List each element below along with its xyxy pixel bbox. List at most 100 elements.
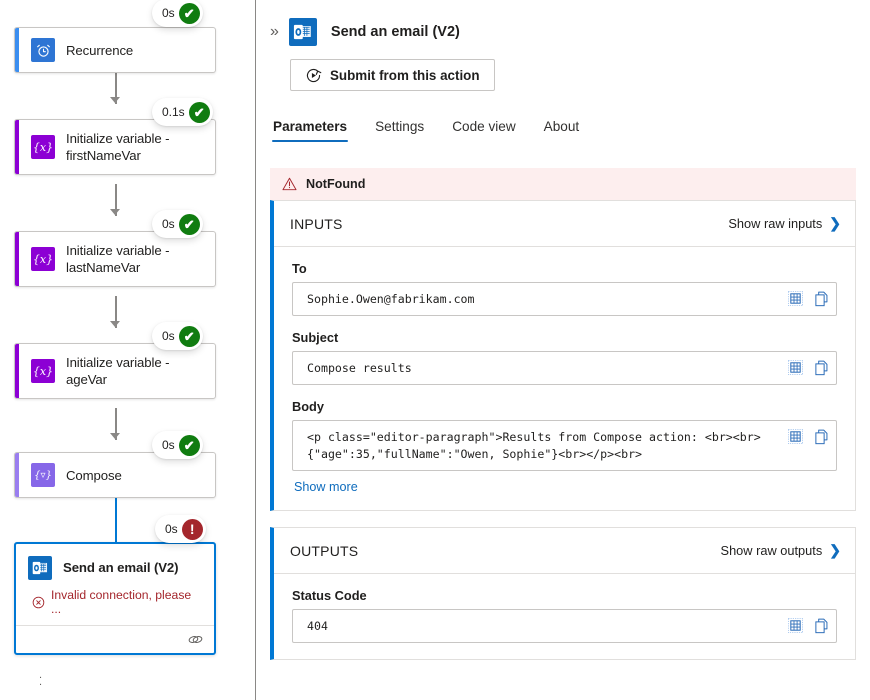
node-accent-bar [15, 120, 19, 174]
outputs-title: OUTPUTS [290, 542, 359, 559]
node-duration: 0s [162, 438, 175, 452]
status-badge-init-agevar: 0s ✔ [152, 322, 203, 350]
edge-arrow-2 [110, 209, 120, 215]
node-title: Compose [66, 467, 122, 483]
node-duration: 0s [165, 522, 178, 536]
edge-arrow-4 [110, 433, 120, 439]
show-more-link[interactable]: Show more [294, 480, 358, 494]
field-box[interactable]: <p class="editor-paragraph">Results from… [292, 420, 837, 471]
inputs-section-header: INPUTS Show raw inputs ❯ [274, 201, 855, 247]
outputs-section-header: OUTPUTS Show raw outputs ❯ [274, 528, 855, 574]
node-header: {▿} Compose [15, 453, 215, 497]
clock-icon [31, 38, 55, 62]
success-check-icon: ✔ [178, 2, 200, 24]
submit-button-label: Submit from this action [330, 67, 480, 83]
resubmit-icon [305, 67, 322, 84]
node-duration: 0s [162, 217, 175, 231]
field-actions [779, 428, 830, 446]
panel-tabs: Parameters Settings Code view About [272, 115, 870, 142]
chevron-right-icon: ❯ [829, 215, 841, 231]
node-header: Send an email (V2) [16, 544, 214, 588]
node-title: Initialize variable - firstNameVar [66, 131, 170, 163]
inputs-title: INPUTS [290, 215, 343, 232]
field-actions [779, 359, 830, 377]
copy-icon[interactable] [813, 617, 830, 635]
field-label: Status Code [292, 588, 367, 603]
outputs-section-body: Status Code 404 [274, 574, 855, 659]
workflow-node-recurrence[interactable]: Recurrence [14, 27, 216, 73]
outputs-section: OUTPUTS Show raw outputs ❯ Status Code 4… [270, 527, 856, 660]
chevron-double-right-icon[interactable]: » [270, 23, 279, 40]
edge-2 [115, 184, 117, 216]
success-check-icon: ✔ [178, 325, 200, 347]
workflow-node-init-agevar[interactable]: {x} Initialize variable - ageVar [14, 343, 216, 399]
workflow-node-init-firstnamevar[interactable]: {x} Initialize variable - firstNameVar [14, 119, 216, 175]
show-raw-inputs-link[interactable]: Show raw inputs ❯ [728, 215, 841, 232]
link-icon[interactable] [186, 632, 205, 647]
node-error-message: Invalid connection, please ... [16, 588, 214, 625]
table-icon[interactable] [787, 359, 804, 376]
field-label: Subject [292, 330, 339, 345]
field-box[interactable]: Compose results [292, 351, 837, 385]
workflow-node-compose[interactable]: {▿} Compose [14, 452, 216, 498]
outlook-icon [288, 18, 317, 46]
variable-icon: {x} [31, 135, 55, 159]
variable-icon: {x} [31, 247, 55, 271]
tab-code-view[interactable]: Code view [452, 119, 516, 134]
field-value-body: <p class="editor-paragraph">Results from… [307, 430, 761, 461]
warning-triangle-icon [282, 177, 297, 191]
edge-5 [114, 496, 117, 543]
error-exclamation-icon: ! [181, 518, 203, 540]
field-actions [779, 617, 830, 635]
edge-3 [115, 296, 117, 328]
field-value-subject: Compose results [307, 361, 412, 375]
field-value-status-code: 404 [307, 619, 328, 633]
status-badge-init-firstnamevar: 0.1s ✔ [152, 98, 213, 126]
error-circle-icon [32, 596, 45, 608]
copy-icon[interactable] [813, 428, 830, 446]
node-title: Initialize variable - ageVar [66, 355, 170, 387]
table-icon[interactable] [787, 428, 804, 445]
status-badge-compose: 0s ✔ [152, 431, 203, 459]
node-accent-bar [15, 232, 19, 286]
node-footer [16, 625, 214, 653]
node-duration: 0.1s [162, 105, 185, 119]
field-box[interactable]: 404 [292, 609, 837, 643]
node-accent-bar [15, 28, 19, 72]
copy-icon[interactable] [813, 290, 830, 308]
node-header: Recurrence [15, 28, 215, 72]
field-box[interactable]: Sophie.Owen@fabrikam.com [292, 282, 837, 316]
status-badge-send-an-email: 0s ! [155, 515, 206, 543]
submit-from-this-action-button[interactable]: Submit from this action [290, 59, 495, 91]
field-value-to: Sophie.Owen@fabrikam.com [307, 292, 475, 306]
edge-1 [115, 72, 117, 104]
field-to: To Sophie.Owen@fabrikam.com [292, 261, 837, 316]
node-accent-bar [15, 453, 19, 497]
node-header: {x} Initialize variable - ageVar [15, 344, 215, 398]
tab-parameters[interactable]: Parameters [272, 115, 349, 142]
field-body: Body <p class="editor-paragraph">Results… [292, 399, 837, 494]
table-icon[interactable] [787, 290, 804, 307]
show-raw-outputs-link[interactable]: Show raw outputs ❯ [721, 542, 841, 559]
node-duration: 0s [162, 6, 175, 20]
field-label: To [292, 261, 307, 276]
copy-icon[interactable] [813, 359, 830, 377]
success-check-icon: ✔ [188, 101, 210, 123]
canvas-ellipsis: .. [39, 669, 43, 688]
workflow-node-send-an-email[interactable]: Send an email (V2) Invalid connection, p… [14, 542, 216, 655]
compose-icon: {▿} [31, 463, 55, 487]
tab-about[interactable]: About [543, 119, 580, 134]
inputs-section-body: To Sophie.Owen@fabrikam.com [274, 247, 855, 510]
table-icon[interactable] [787, 617, 804, 634]
tab-settings[interactable]: Settings [375, 119, 425, 134]
workflow-canvas[interactable]: Recurrence 0s ✔ {x} Initialize variable … [0, 0, 256, 700]
node-header: {x} Initialize variable - firstNameVar [15, 120, 215, 174]
outlook-icon [28, 555, 52, 580]
panel-content: NotFound INPUTS Show raw inputs ❯ To Sop… [256, 168, 870, 700]
status-badge-recurrence: 0s ✔ [152, 0, 203, 27]
node-error-text: Invalid connection, please ... [50, 588, 192, 616]
workflow-node-init-lastnamevar[interactable]: {x} Initialize variable - lastNameVar [14, 231, 216, 287]
inputs-section: INPUTS Show raw inputs ❯ To Sophie.Owen@… [270, 200, 856, 511]
node-duration: 0s [162, 329, 175, 343]
